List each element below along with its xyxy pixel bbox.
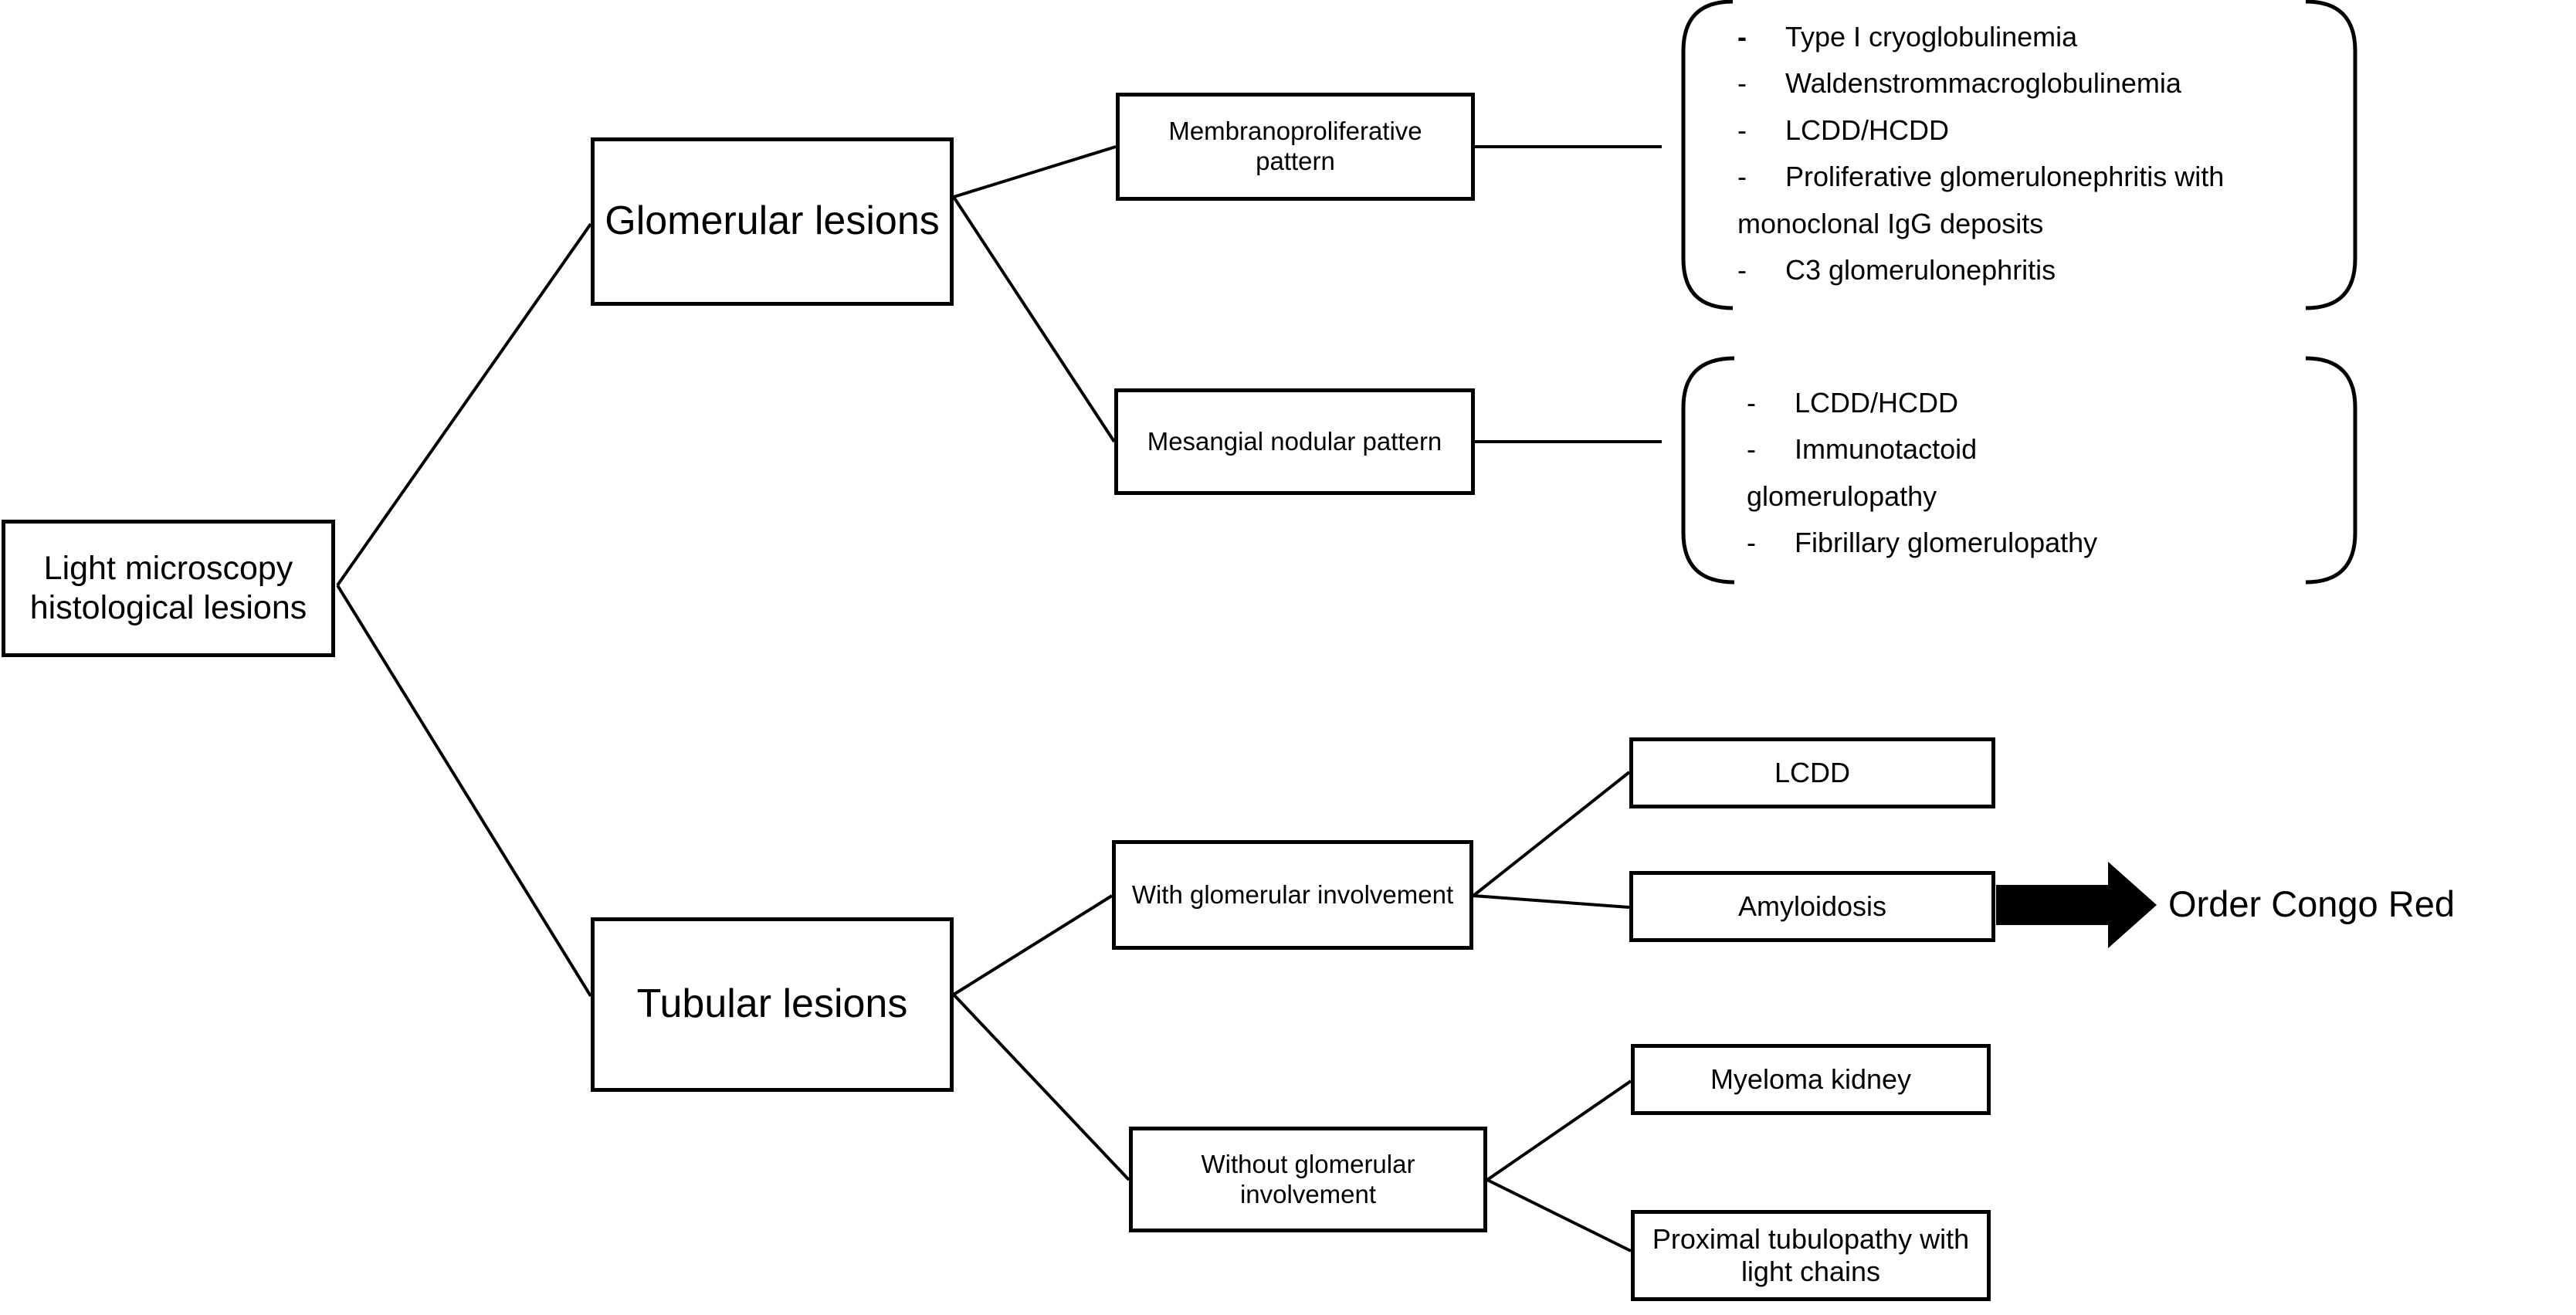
bracket-left-group1: [1681, 0, 1734, 310]
bullet-dash: -: [1737, 114, 1747, 146]
node-label: Tubular lesions: [636, 981, 908, 1027]
bracket-left-group2: [1681, 356, 1735, 585]
node-label: Amyloidosis: [1737, 890, 1887, 922]
node-amyloidosis[interactable]: Amyloidosis: [1629, 871, 1995, 942]
bracket-list-membranoproliferative-outcomes: - Type I cryoglobulinemia - Waldenstrommac…: [1737, 14, 2340, 294]
node-proximal-tubulopathy-with-light-chains[interactable]: Proximal tubulopathy with light chains: [1631, 1210, 1991, 1301]
edge-glomerular-to-mpgn: [953, 145, 1117, 198]
node-glomerular-lesions[interactable]: Glomerular lesions: [591, 137, 954, 306]
node-membranoproliferative-pattern[interactable]: Membranoproliferative pattern: [1116, 93, 1475, 201]
list-item-label: Proliferative glomerulonephritis with mo…: [1737, 161, 2225, 239]
list-item: - LCDD/HCDD: [1737, 107, 2340, 154]
congo-red-arrow: [1996, 862, 2157, 948]
edge-tubular-to-withglom: [952, 894, 1113, 996]
list-item-label: Waldenstrommacroglobulinemia: [1785, 67, 2181, 100]
list-item: - Waldenstrommacroglobulinemia: [1737, 60, 2340, 107]
bullet-dash: -: [1747, 387, 1756, 419]
node-label: Without glomerular involvement: [1201, 1149, 1415, 1208]
edge-withoutglom-to-proximal: [1486, 1178, 1632, 1252]
node-with-glomerular-involvement[interactable]: With glomerular involvement: [1112, 840, 1473, 950]
bullet-dash: -: [1737, 67, 1747, 100]
node-label: Light microscopy histological lesions: [29, 550, 307, 626]
list-item-label: Type I cryoglobulinemia: [1785, 21, 2078, 53]
list-item-label: LCDD/HCDD: [1785, 114, 1950, 146]
annotation-label: Order Congo Red: [2168, 883, 2455, 924]
edge-withglom-to-lcdd: [1472, 771, 1631, 897]
node-lcdd[interactable]: LCDD: [1629, 737, 1995, 808]
node-light-microscopy-histological-lesions[interactable]: Light microscopy histological lesions: [2, 520, 335, 657]
bullet-dash: -: [1737, 161, 1747, 193]
edge-root-to-tubular: [336, 584, 592, 998]
node-mesangial-nodular-pattern[interactable]: Mesangial nodular pattern: [1114, 388, 1475, 495]
bullet-dash: -: [1747, 527, 1756, 559]
bracket-list-mesangial-outcomes: -LCDD/HCDD -Immunotactoid glomerulopathy…: [1747, 380, 2334, 567]
edge-withoutglom-to-myeloma: [1486, 1079, 1632, 1181]
node-label: Mesangial nodular pattern: [1147, 426, 1442, 456]
bullet-dash: -: [1737, 21, 1747, 53]
list-item: -Proliferative glomerulonephritis with m…: [1737, 154, 2340, 247]
bullet-dash: -: [1737, 254, 1747, 286]
list-item: - Type I cryoglobulinemia: [1737, 14, 2340, 60]
edge-glomerular-to-mesangial: [952, 195, 1116, 443]
node-label: Membranoproliferative pattern: [1168, 117, 1422, 175]
list-item: - LCDD/HCDD: [1747, 380, 2334, 426]
list-item-label: Immunotactoid glomerulopathy: [1747, 433, 1978, 512]
bullet-dash: -: [1747, 433, 1756, 466]
list-item: - C3 glomerulonephritis: [1737, 247, 2340, 293]
list-item-label: LCDD/HCDD: [1795, 387, 1959, 419]
list-item: -Immunotactoid glomerulopathy: [1747, 426, 2071, 520]
annotation-order-congo-red: Order Congo Red: [2168, 883, 2455, 925]
node-label: Proximal tubulopathy with light chains: [1652, 1222, 1970, 1287]
node-label: With glomerular involvement: [1131, 879, 1454, 909]
list-item-label: Fibrillary glomerulopathy: [1795, 527, 2098, 559]
list-item: - Fibrillary glomerulopathy: [1747, 520, 2334, 566]
node-label: Glomerular lesions: [605, 198, 940, 244]
node-label: LCDD: [1774, 756, 1850, 788]
edge-root-to-glomerular: [336, 222, 592, 587]
edge-withglom-to-amyloidosis: [1473, 894, 1630, 909]
node-tubular-lesions[interactable]: Tubular lesions: [591, 917, 954, 1092]
node-without-glomerular-involvement[interactable]: Without glomerular involvement: [1129, 1127, 1487, 1232]
node-myeloma-kidney[interactable]: Myeloma kidney: [1631, 1044, 1991, 1115]
list-item-label: C3 glomerulonephritis: [1785, 254, 2056, 286]
node-label: Myeloma kidney: [1710, 1063, 1912, 1095]
edge-tubular-to-withoutglom: [952, 993, 1130, 1181]
